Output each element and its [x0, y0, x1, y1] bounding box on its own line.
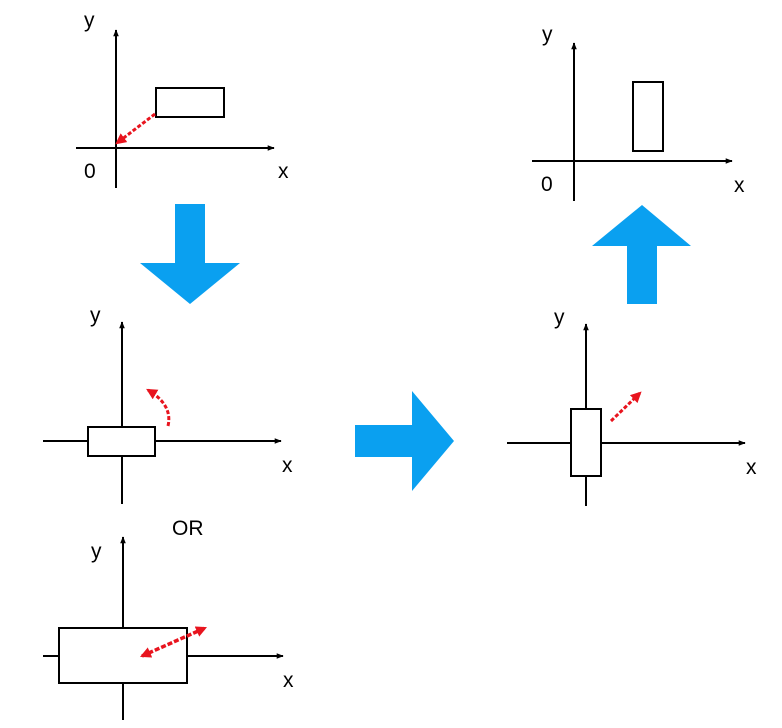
- panel-3-scale: y x: [43, 536, 294, 720]
- p3-x-label: x: [283, 669, 294, 692]
- p5-origin-label: 0: [541, 173, 553, 196]
- p5-y-label: y: [542, 23, 553, 46]
- block-arrow-up-icon: [592, 205, 691, 304]
- p1-origin-label: 0: [84, 160, 96, 183]
- translate-back-arrow-icon: [609, 391, 642, 423]
- p5-rectangle: [632, 81, 664, 152]
- panel-4-translate-back: y x: [507, 306, 757, 506]
- block-arrow-right-icon: [355, 391, 454, 491]
- p1-x-label: x: [278, 160, 289, 183]
- or-label: OR: [172, 517, 204, 540]
- p2-x-label: x: [282, 454, 293, 477]
- p4-x-label: x: [746, 456, 757, 479]
- panel-1-original: y x 0: [76, 9, 289, 188]
- p3-rectangle: [58, 627, 188, 684]
- p5-x-label: x: [734, 174, 745, 197]
- rotate-arrow-icon: [146, 388, 171, 427]
- p3-y-label: y: [91, 540, 102, 563]
- p4-rectangle: [570, 408, 602, 477]
- p4-y-label: y: [554, 306, 565, 329]
- p1-y-label: y: [84, 9, 95, 32]
- p2-y-label: y: [90, 304, 101, 327]
- block-arrow-down-icon: [140, 204, 240, 304]
- p1-rectangle: [155, 87, 225, 118]
- scale-arrow-icon: [139, 626, 208, 658]
- panel-5-result: y x 0: [532, 23, 745, 201]
- translate-to-origin-arrow-icon: [115, 112, 156, 145]
- panel-2-rotate: y x: [43, 304, 293, 504]
- p2-rectangle: [87, 426, 156, 457]
